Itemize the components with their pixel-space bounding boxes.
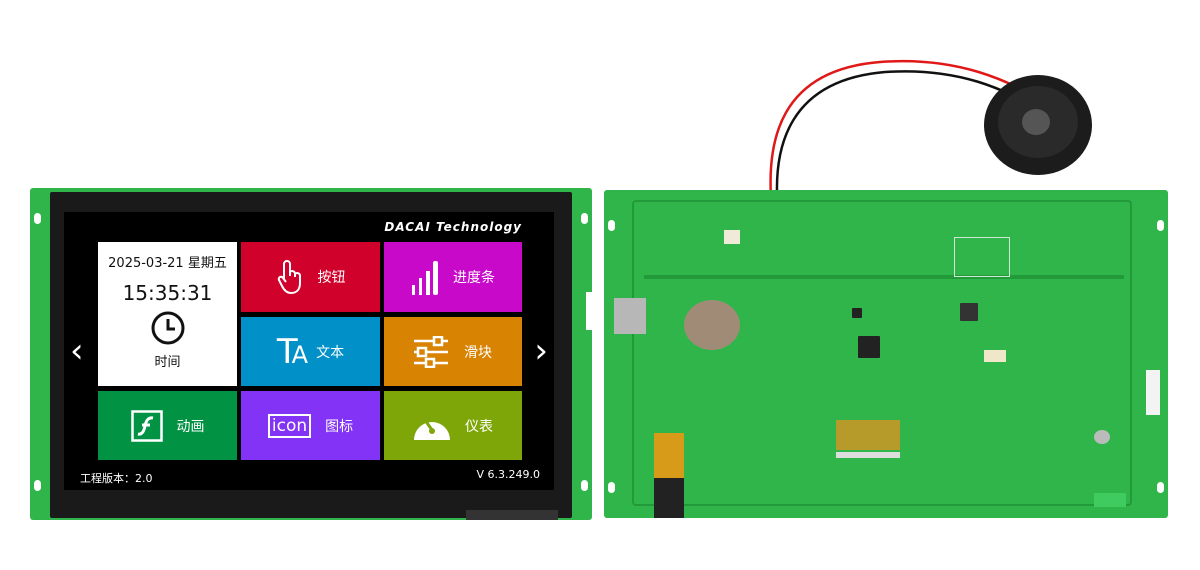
tile-button[interactable]: 按钮	[241, 242, 380, 312]
display-screen: DACAI Technology ‹ › 2025-03-21 星期五 15:3…	[64, 212, 554, 490]
tile-label: 滑块	[464, 344, 492, 361]
signal-bars-icon	[412, 261, 438, 295]
tile-animation[interactable]: 动画	[98, 391, 237, 460]
coin-battery-holder	[684, 300, 740, 350]
clock-tile[interactable]: 2025-03-21 星期五 15:35:31 时间	[98, 242, 237, 386]
sliders-icon	[414, 335, 448, 368]
tile-gauge[interactable]: 仪表	[384, 391, 522, 460]
firmware-version: V 6.3.249.0	[476, 468, 540, 481]
tile-icon[interactable]: icon 图标	[241, 391, 380, 460]
tile-slider[interactable]: 滑块	[384, 317, 522, 386]
project-version: 工程版本：2.0	[80, 472, 153, 485]
wire-connector	[1146, 370, 1160, 415]
prev-page-button[interactable]: ‹	[70, 331, 84, 371]
hand-pointer-icon	[277, 260, 301, 295]
back-pcb	[604, 190, 1168, 518]
text-ta-icon: TA	[276, 331, 308, 372]
tile-label: 按钮	[317, 270, 346, 286]
sd-card-slot	[614, 298, 646, 334]
clock-label: 时间	[154, 355, 181, 370]
tile-label: 动画	[176, 418, 205, 435]
tile-progress[interactable]: 进度条	[384, 242, 522, 312]
tile-label: 文本	[316, 344, 345, 361]
tile-label: 图标	[325, 418, 354, 435]
speaker	[769, 59, 1092, 211]
brand-text: DACAI Technology	[384, 220, 522, 234]
gauge-icon	[414, 418, 450, 440]
next-page-button[interactable]: ›	[534, 331, 548, 371]
clock-icon	[151, 311, 184, 345]
tile-label: 进度条	[453, 270, 495, 286]
flash-icon	[130, 409, 163, 442]
speaker-connector	[724, 230, 740, 244]
terminal-block	[1094, 493, 1126, 507]
icon-text-icon: icon	[267, 413, 312, 438]
date-text: 2025-03-21 星期五	[108, 256, 227, 271]
tile-text[interactable]: TA 文本	[241, 317, 380, 386]
tile-label: 仪表	[465, 418, 493, 435]
time-text: 15:35:31	[122, 281, 213, 305]
